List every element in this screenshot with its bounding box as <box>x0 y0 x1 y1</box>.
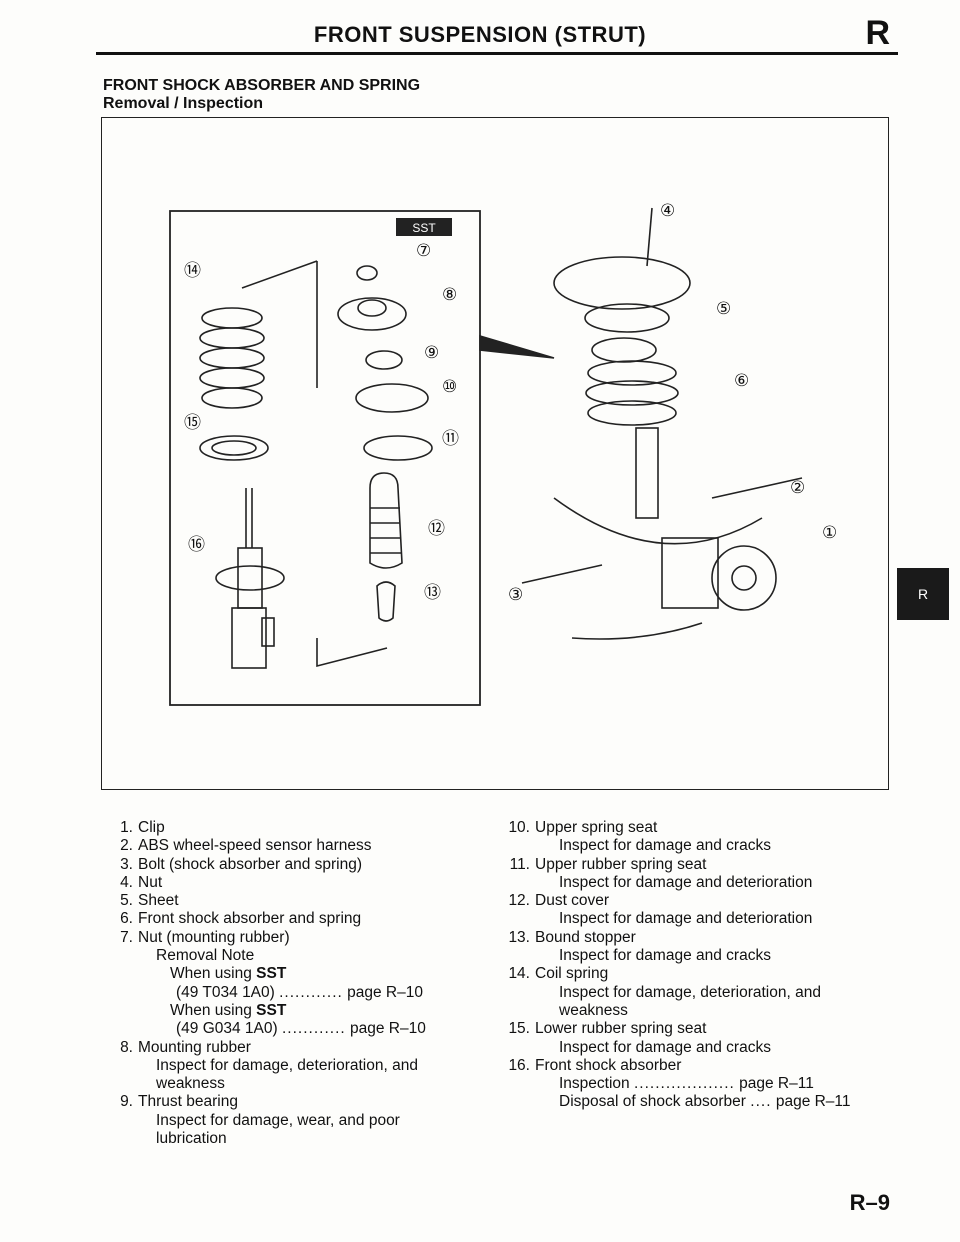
list-item: 14.Coil spring <box>508 965 609 983</box>
callout-6: ⑥ <box>734 371 749 391</box>
item-note: Inspect for damage and cracks <box>559 947 771 965</box>
pointer-wedge <box>479 334 555 359</box>
item-note: Inspect for damage and deterioration <box>559 873 813 891</box>
callout-3: ③ <box>508 585 523 605</box>
section-title: FRONT SHOCK ABSORBER AND SPRING <box>103 77 421 94</box>
callout-12: ⑫ <box>428 519 445 539</box>
sst-badge <box>396 218 452 236</box>
parts-list-right: 10.Upper spring seat Inspect for damage … <box>507 819 897 1112</box>
side-tab: R <box>897 568 949 620</box>
sst-ref-1: (49 T034 1A0) ............ page R–10 <box>176 983 423 1001</box>
list-item: 13.Bound stopper <box>508 928 636 946</box>
callout-7: ⑦ <box>416 241 431 261</box>
sst-note-1: When using SST <box>170 965 287 983</box>
callout-10: ⑩ <box>442 377 457 397</box>
exploded-view-figure: SST <box>101 117 889 790</box>
exploded-view-drawing: SST <box>169 201 837 706</box>
item-note: weakness <box>559 1001 628 1019</box>
list-item: 8.Mounting rubber <box>120 1038 251 1056</box>
callout-1: ① <box>822 523 837 543</box>
list-item: 2.ABS wheel-speed sensor harness <box>120 837 372 855</box>
callout-9: ⑨ <box>424 343 439 363</box>
callout-11: ⑪ <box>442 429 459 449</box>
nut-drawing <box>356 265 378 281</box>
item-note: Inspect for damage, deterioration, and <box>559 983 821 1001</box>
lower-spring-seat-drawing <box>199 435 269 461</box>
coil-spring-drawing <box>199 260 318 409</box>
callout-16: ⑯ <box>188 535 205 555</box>
shock-absorber-drawing <box>215 488 285 669</box>
list-item: 12.Dust cover <box>508 892 610 910</box>
upper-rubber-seat-drawing <box>363 435 433 461</box>
bound-stopper-drawing <box>376 581 396 622</box>
page-header-title: FRONT SUSPENSION (STRUT) <box>313 22 647 47</box>
inspection-ref: Inspection ................... page R–11 <box>559 1075 814 1093</box>
item-note: lubrication <box>156 1130 227 1148</box>
callout-4: ④ <box>660 201 675 221</box>
item-note: weakness <box>156 1075 225 1093</box>
component-inset-box <box>169 210 481 706</box>
item-note: Inspect for damage and cracks <box>559 1038 771 1056</box>
list-item: 5.Sheet <box>120 892 179 910</box>
list-item: 1.Clip <box>120 819 165 836</box>
list-item: 6.Front shock absorber and spring <box>120 910 362 928</box>
list-item: 16.Front shock absorber <box>508 1056 682 1074</box>
callout-15: ⑮ <box>184 413 201 433</box>
page-number: R–9 <box>849 1190 890 1215</box>
section-letter: R <box>865 14 890 52</box>
callout-8: ⑧ <box>442 285 457 305</box>
dust-cover-drawing <box>369 472 403 569</box>
item-note: Inspect for damage and cracks <box>559 837 771 855</box>
thrust-bearing-drawing <box>365 350 403 370</box>
removal-note: Removal Note <box>156 947 255 965</box>
callout-14: ⑭ <box>184 261 201 281</box>
list-item: 15.Lower rubber spring seat <box>508 1020 707 1038</box>
sst-badge-label: SST <box>412 221 436 235</box>
sst-ref-2: (49 G034 1A0) ............ page R–10 <box>176 1020 426 1038</box>
item-note: Inspect for damage, deterioration, and <box>156 1056 418 1074</box>
list-item: 4.Nut <box>120 873 163 891</box>
assembled-strut-drawing <box>521 207 803 640</box>
callout-2: ② <box>790 478 805 498</box>
item-note: Inspect for damage, wear, and poor <box>156 1111 400 1129</box>
list-item: 11.Upper rubber spring seat <box>509 855 707 873</box>
upper-spring-seat-drawing <box>355 383 429 413</box>
disposal-ref: Disposal of shock absorber .... page R–1… <box>559 1093 851 1111</box>
list-item: 10.Upper spring seat <box>508 819 658 836</box>
section-subtitle: Removal / Inspection <box>103 95 264 112</box>
list-item: 3.Bolt (shock absorber and spring) <box>120 855 363 873</box>
parts-list-left: 1.Clip 2.ABS wheel-speed sensor harness … <box>110 819 490 1148</box>
sst-note-2: When using SST <box>170 1001 287 1019</box>
header-rule <box>96 52 898 55</box>
item-note: Inspect for damage and deterioration <box>559 910 813 928</box>
list-item: 9.Thrust bearing <box>120 1093 238 1111</box>
callout-13: ⑬ <box>424 583 441 603</box>
list-item: 7.Nut (mounting rubber) <box>120 928 290 946</box>
mounting-rubber-drawing <box>337 297 407 331</box>
callout-5: ⑤ <box>716 299 731 319</box>
